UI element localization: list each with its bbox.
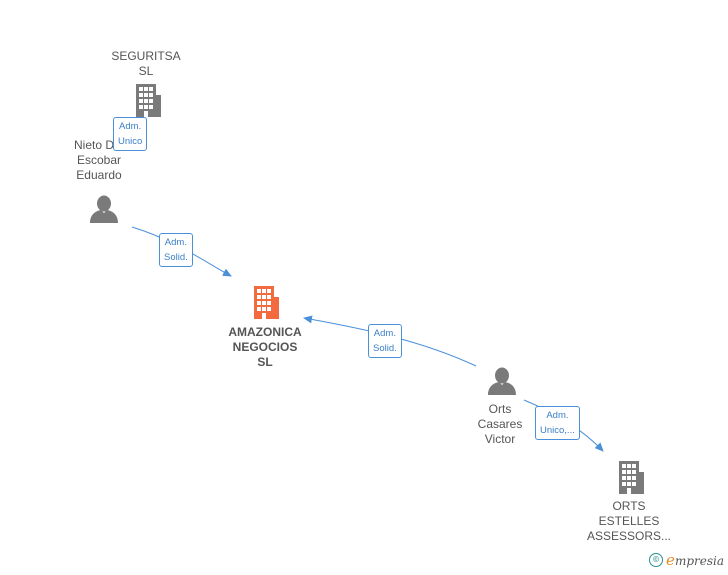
brand-rest: mpresia [674,554,724,568]
seguritsa-label-line: SL [138,64,154,78]
nieto-label[interactable]: Nieto D... Escobar Eduardo [74,138,124,183]
copyright-icon: © [649,553,664,567]
edge-label-adm-solid-nieto[interactable]: Adm. Solid. [159,233,193,267]
amazonica-label-line: NEGOCIOS [232,340,298,354]
edge-label-line: Adm. [164,237,187,248]
nieto-label-line: Nieto D... [73,138,125,152]
amazonica-label-line: AMAZONICA [228,325,302,339]
amazonica-label[interactable]: AMAZONICA NEGOCIOS SL [228,325,301,370]
edge-label-line: Solid. [164,252,188,263]
edge-label-line: Unico [118,136,143,147]
brand-e: e [666,551,675,569]
orts-estelles-label-line: ESTELLES [598,514,660,528]
seguritsa-label[interactable]: SEGURITSA SL [111,49,180,79]
building-icon-main[interactable] [252,285,280,319]
orts-casares-label-line: Casares [477,417,523,431]
brand-name: empresia [666,551,724,569]
orts-estelles-label[interactable]: ORTS ESTELLES ASSESSORS... [587,499,671,544]
orts-estelles-label-line: ORTS [612,499,646,513]
edge-label-line: Unico,... [540,425,575,436]
nieto-label-line: Escobar [76,153,122,167]
edge-label-line: Adm. [119,121,142,132]
edge-label-line: Solid. [373,343,397,354]
edge-label-line: Adm. [546,410,569,421]
edge-label-adm-unico-orts[interactable]: Adm. Unico,... [535,406,580,440]
orts-casares-label-line: Victor [484,432,516,446]
edge-label-adm-solid-orts[interactable]: Adm. Solid. [368,324,402,358]
edge-label-adm-unico[interactable]: Adm. Unico [113,117,148,151]
amazonica-label-line: SL [257,355,273,369]
brand-logo: © empresia [649,551,724,569]
person-icon[interactable] [487,367,517,395]
edge-label-line: Adm. [373,328,396,339]
person-icon[interactable] [89,195,119,223]
orts-estelles-label-line: ASSESSORS... [586,529,672,543]
building-icon[interactable] [134,83,162,117]
seguritsa-label-line: SEGURITSA [111,49,181,63]
orts-casares-label[interactable]: Orts Casares Victor [478,402,523,447]
building-icon[interactable] [617,460,645,494]
nieto-label-line: Eduardo [76,168,122,182]
orts-casares-label-line: Orts [488,402,512,416]
